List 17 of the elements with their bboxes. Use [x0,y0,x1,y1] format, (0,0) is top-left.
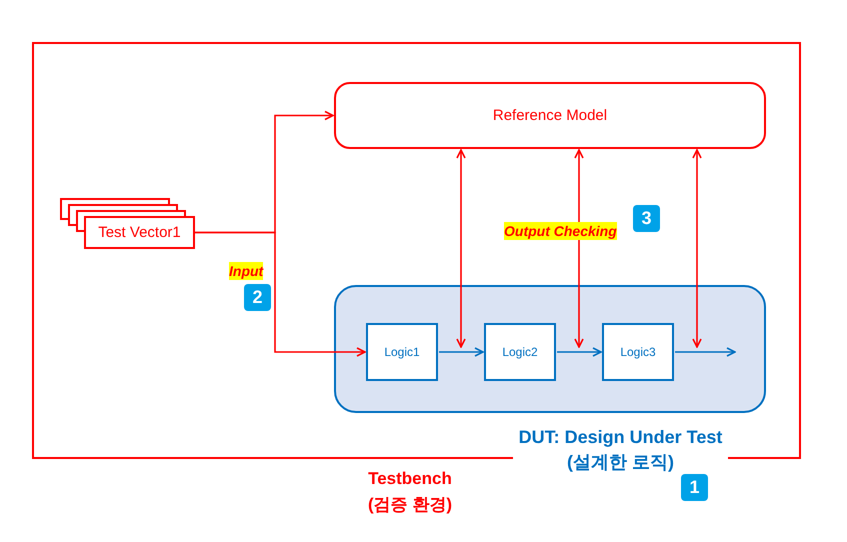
edge-label: Output Checking [504,222,617,240]
logic-box: Logic2 [484,323,556,381]
test-vector-box: Test Vector1 [84,216,195,249]
model-box: Reference Model [334,82,766,149]
arrow [557,347,602,357]
callout-number: 3 [633,205,660,232]
callout-number: 2 [244,284,271,311]
frame-title: Testbench (검증 환경) [366,468,454,516]
callout-number: 1 [681,474,708,501]
arrow [692,149,702,348]
logic-box: Logic3 [602,323,674,381]
arrow [195,232,366,357]
arrow [439,347,484,357]
logic-box: Logic1 [366,323,438,381]
arrow [456,149,466,348]
arrow [675,347,736,357]
arrow [574,149,584,348]
